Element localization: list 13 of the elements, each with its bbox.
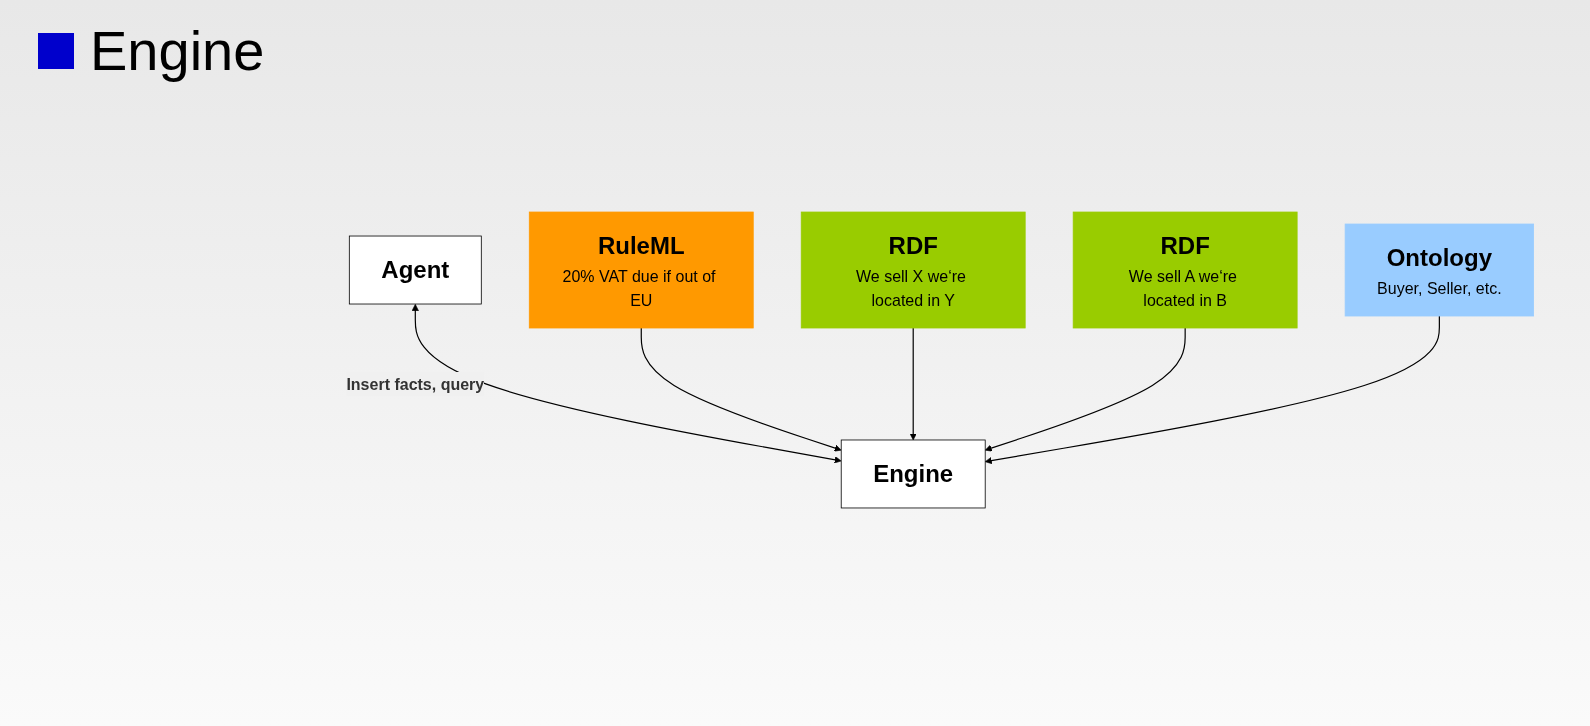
edge-label: Insert facts, query — [346, 375, 485, 393]
node-box: RuleML 20% VAT due if out of EU — [528, 211, 754, 329]
arrow — [411, 304, 842, 464]
node-box: RDF We sell A we‘re located in B — [1072, 211, 1298, 329]
arrow — [640, 327, 842, 452]
arrow — [984, 327, 1186, 452]
node-box: Engine — [840, 439, 986, 509]
arrow — [984, 315, 1440, 465]
node-box: RDF We sell X we‘re located in Y — [800, 211, 1026, 329]
node-box: Agent — [348, 235, 482, 305]
bullet-text: Engine — [90, 18, 265, 83]
node-box: Ontology Buyer, Seller, etc. — [1344, 223, 1534, 317]
arrow — [909, 327, 917, 441]
